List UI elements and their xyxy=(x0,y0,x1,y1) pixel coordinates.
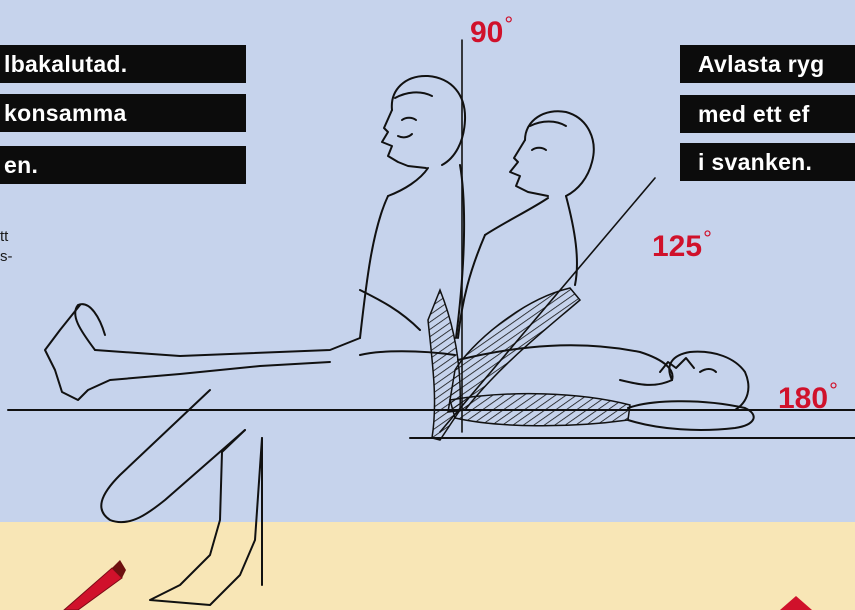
right-caption-line-1: Avlasta ryg xyxy=(680,45,855,83)
right-caption-line-3: i svanken. xyxy=(680,143,855,181)
angle-value: 180 xyxy=(778,382,828,415)
right-caption-line-2: med ett ef xyxy=(680,95,855,133)
body-text-fragment-2: s- xyxy=(0,246,13,268)
degree-symbol: ° xyxy=(504,12,513,37)
angle-value: 125 xyxy=(652,230,702,263)
angle-label-180: 180° xyxy=(778,374,838,416)
left-caption-line-2: konsamma xyxy=(0,94,246,132)
degree-symbol: ° xyxy=(703,226,712,251)
left-caption-line-3: en. xyxy=(0,146,246,184)
figure-flat xyxy=(628,352,754,430)
angle-label-90: 90° xyxy=(470,8,513,50)
pen-icon xyxy=(64,560,126,610)
arrow-tip-icon xyxy=(780,596,812,610)
back-support-flat xyxy=(450,394,630,426)
angle-value: 90 xyxy=(470,16,503,49)
body-text-fragment-1: tt xyxy=(0,226,8,248)
degree-symbol: ° xyxy=(829,378,838,403)
left-caption-line-1: lbakalutad. xyxy=(0,45,246,83)
angle-label-125: 125° xyxy=(652,222,712,264)
